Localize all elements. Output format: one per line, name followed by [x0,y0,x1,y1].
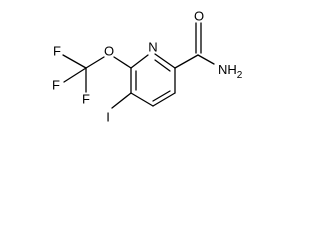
bond-c3-c4 [152,92,176,107]
bond-c2-carbonyl [174,54,199,69]
atom-o-ether: O [104,43,114,58]
atom-nh2: NH2 [218,62,243,80]
bond-carbonyl-n [197,54,215,65]
bond-c3-c4-inner [152,90,171,102]
bond-cf3-f-left [63,67,87,83]
bond-n-c2-inner [154,59,171,72]
bond-o-cf3 [85,56,105,69]
bond-c6-o-ether [113,56,132,69]
atom-f-top: F [53,43,61,58]
atom-iodine: I [106,109,110,124]
bond-n-c2 [154,53,176,69]
atom-n-ring: N [148,39,157,54]
bond-c5-iodine [111,92,132,109]
bond-c4-c5 [130,92,154,107]
structure-diagram: O NH2 N O F F F I [52,8,243,124]
atom-f-left: F [52,77,60,92]
atom-f-bottom: F [82,91,90,106]
atom-o-carbonyl: O [194,8,204,23]
bond-cf3-f-top [62,54,87,69]
bond-c6-n [130,54,149,69]
